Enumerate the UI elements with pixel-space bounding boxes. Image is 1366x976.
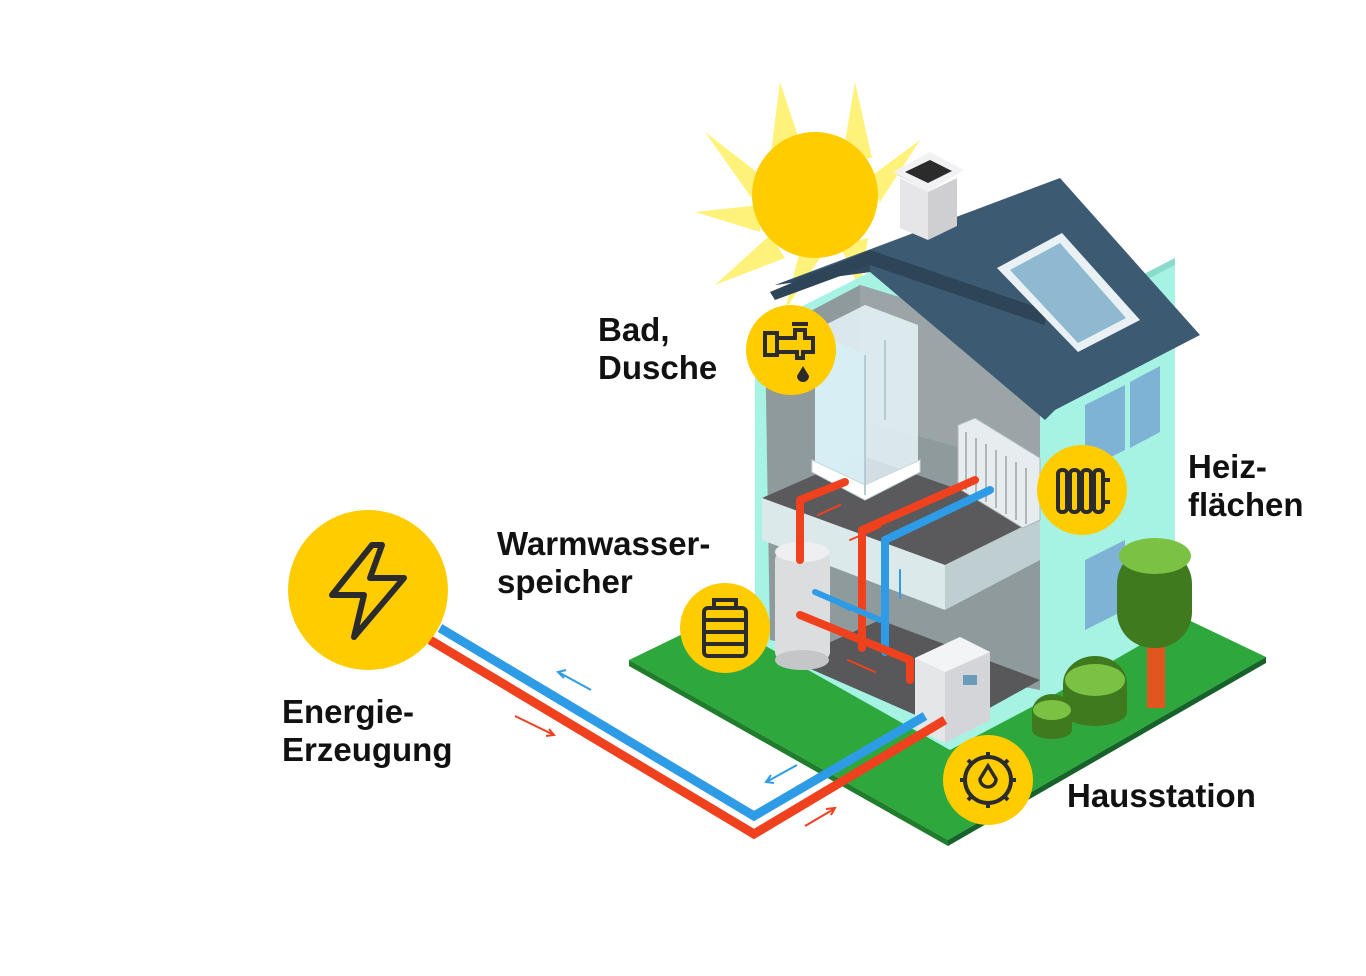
label-energy-line1: Energie- <box>282 693 415 730</box>
sun <box>695 82 920 310</box>
label-storage-line1: Warmwasser- <box>497 525 711 562</box>
flow-arrows <box>514 669 837 827</box>
label-bath: Bad, Dusche <box>598 311 717 387</box>
faucet-drop-icon <box>746 305 836 395</box>
lightning-bolt-icon <box>288 510 448 670</box>
label-heating-line2: flächen <box>1188 486 1304 523</box>
tank-icon <box>680 583 770 673</box>
label-heating: Heiz- flächen <box>1188 448 1304 524</box>
label-energy: Energie- Erzeugung <box>282 693 453 769</box>
label-heating-line1: Heiz- <box>1188 448 1267 485</box>
house-pipes <box>796 476 994 684</box>
label-storage-line2: speicher <box>497 563 633 600</box>
house-station-unit <box>915 637 990 743</box>
label-bath-line1: Bad, <box>598 311 670 348</box>
radiator-icon <box>1037 445 1127 535</box>
energy-pipeline <box>427 624 948 840</box>
label-energy-line2: Erzeugung <box>282 731 453 768</box>
radiator <box>957 417 1041 529</box>
label-station: Hausstation <box>1067 777 1256 815</box>
label-storage: Warmwasser- speicher <box>497 525 710 601</box>
trees <box>1032 538 1192 739</box>
label-bath-line2: Dusche <box>598 349 718 386</box>
label-station-line1: Hausstation <box>1067 777 1256 814</box>
gear-drop-icon <box>943 735 1033 825</box>
